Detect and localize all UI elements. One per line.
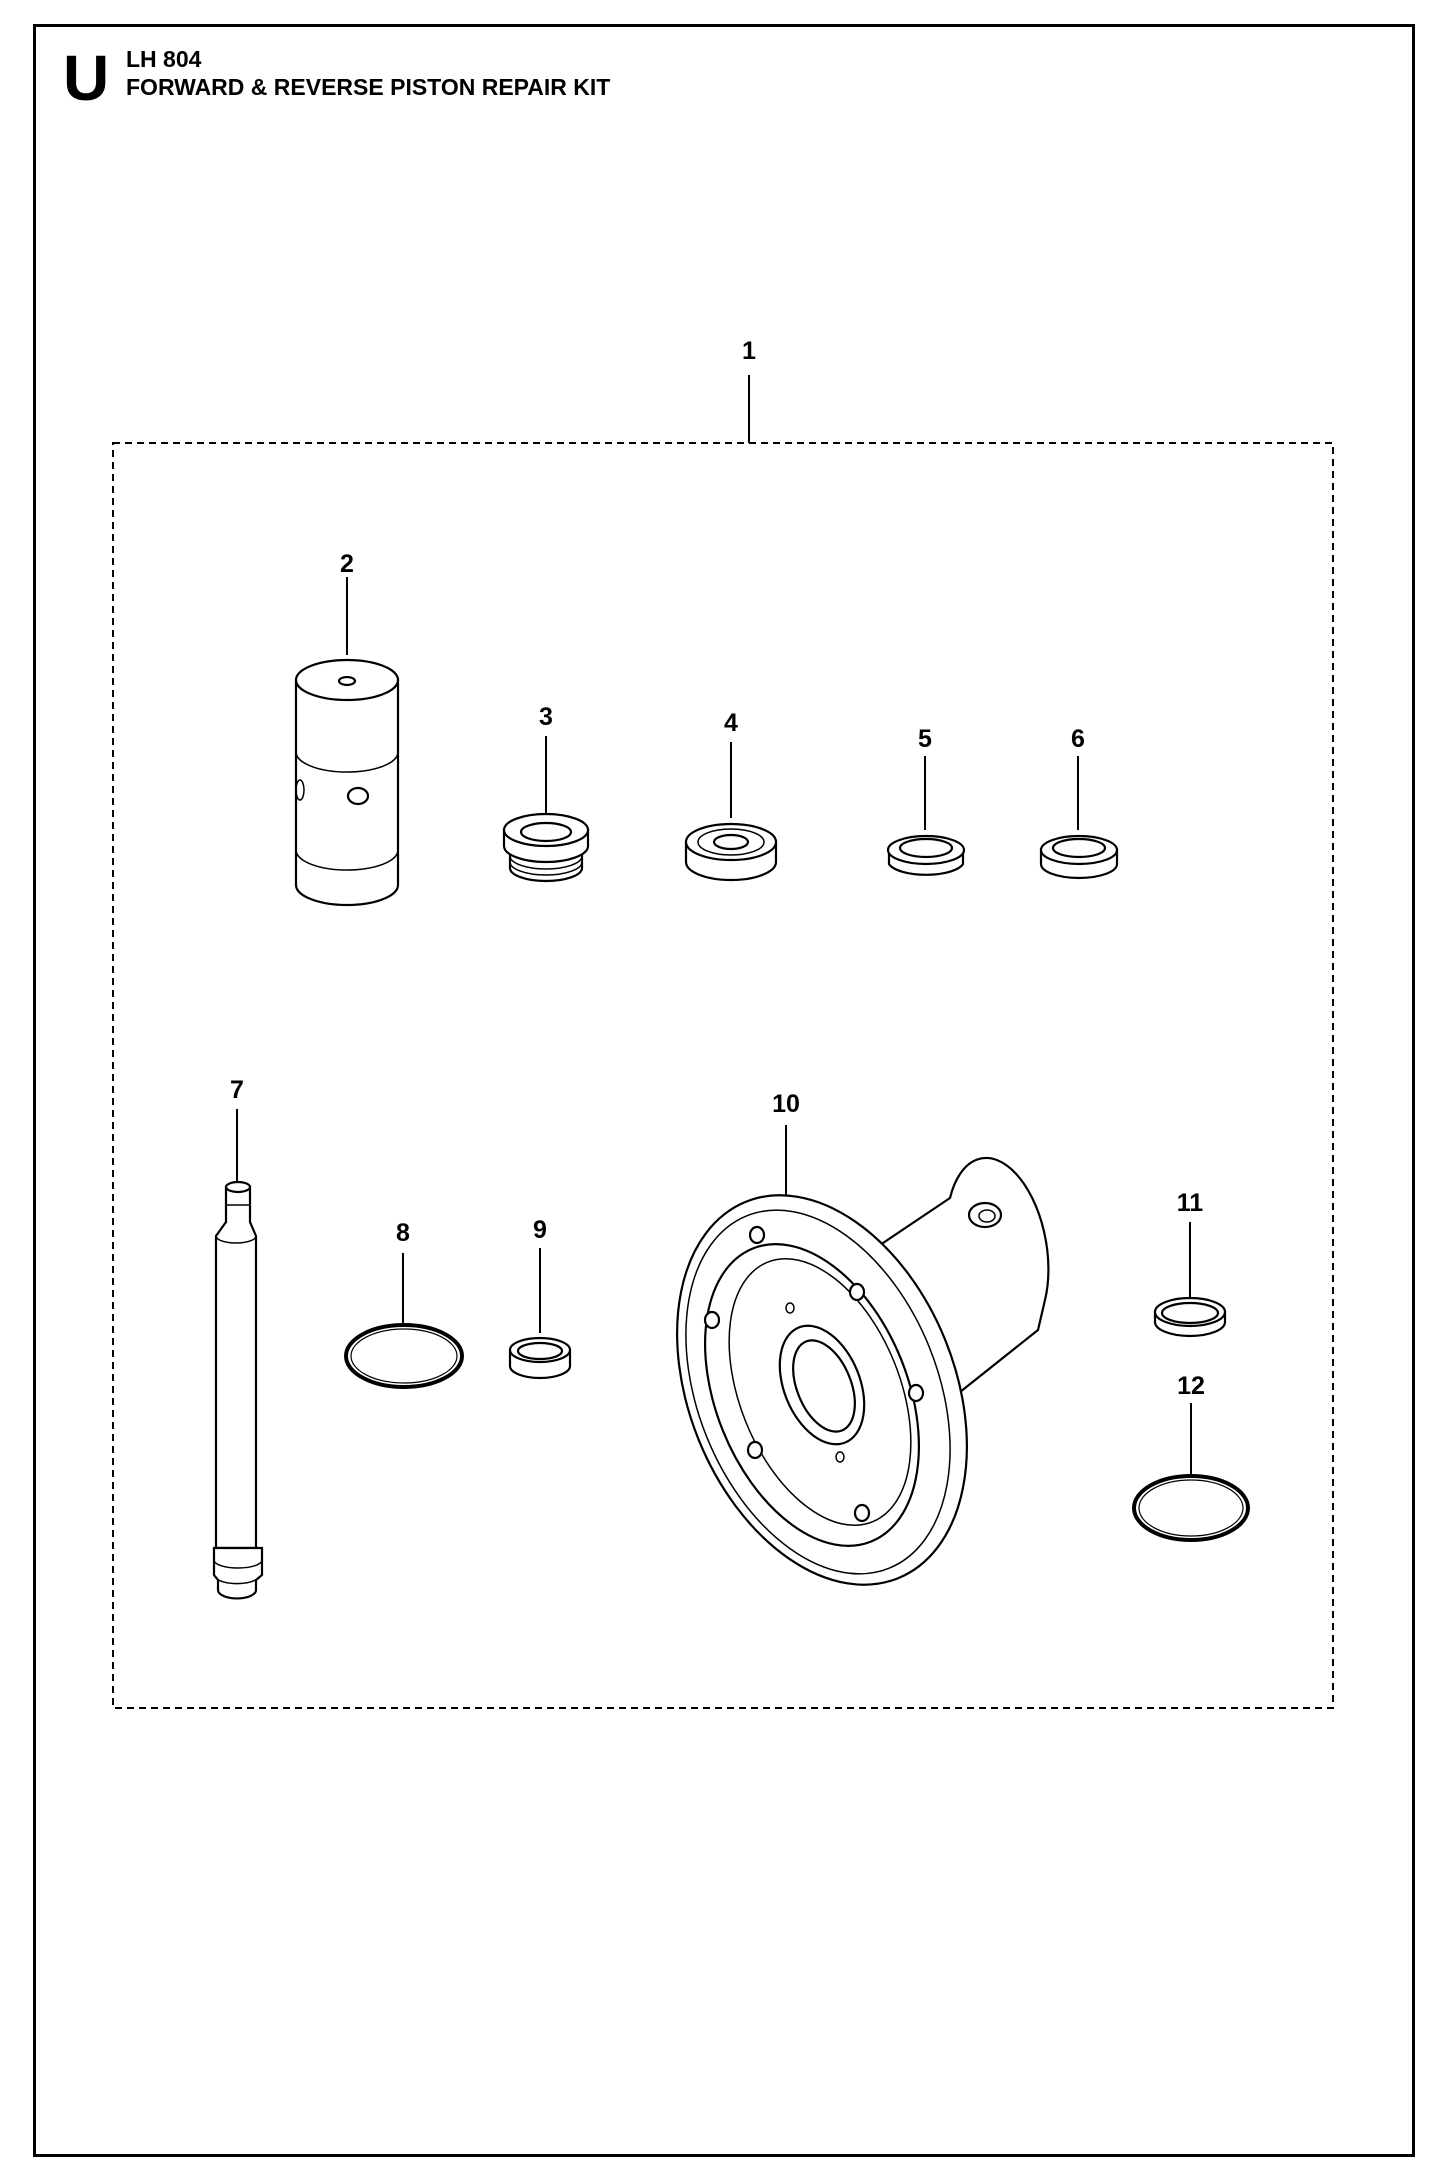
callout-3: 3 [539, 703, 553, 731]
callout-11: 11 [1177, 1189, 1204, 1217]
part-7-piston-rod [212, 1109, 264, 1600]
model-label: LH 804 [126, 46, 202, 72]
page-title: FORWARD & REVERSE PISTON REPAIR KIT [126, 74, 611, 100]
kit-boundary [112, 442, 1334, 1709]
section-letter: U [63, 42, 110, 114]
part-11-ring [1153, 1222, 1227, 1338]
part-6-seal-ring [1039, 756, 1119, 880]
callout-7: 7 [230, 1076, 244, 1104]
part-4-bearing [684, 742, 778, 882]
callout-2: 2 [340, 550, 354, 578]
callout-10: 10 [772, 1090, 800, 1118]
part-5-seal-ring [886, 756, 966, 876]
part-3-seal-bush [502, 736, 590, 883]
part-9-bushing [508, 1248, 572, 1380]
callout-6: 6 [1071, 725, 1085, 753]
callout-5: 5 [918, 725, 932, 753]
callout-1: 1 [742, 337, 756, 365]
callout-4: 4 [724, 709, 738, 737]
part-10-housing [676, 1125, 1050, 1586]
part-2-piston [294, 577, 400, 907]
page-frame [33, 24, 1415, 2157]
part-12-o-ring [1132, 1403, 1250, 1542]
callout-9: 9 [533, 1216, 547, 1244]
callout-8: 8 [396, 1219, 410, 1247]
part-8-o-ring [344, 1253, 464, 1389]
callout-12: 12 [1177, 1372, 1205, 1400]
